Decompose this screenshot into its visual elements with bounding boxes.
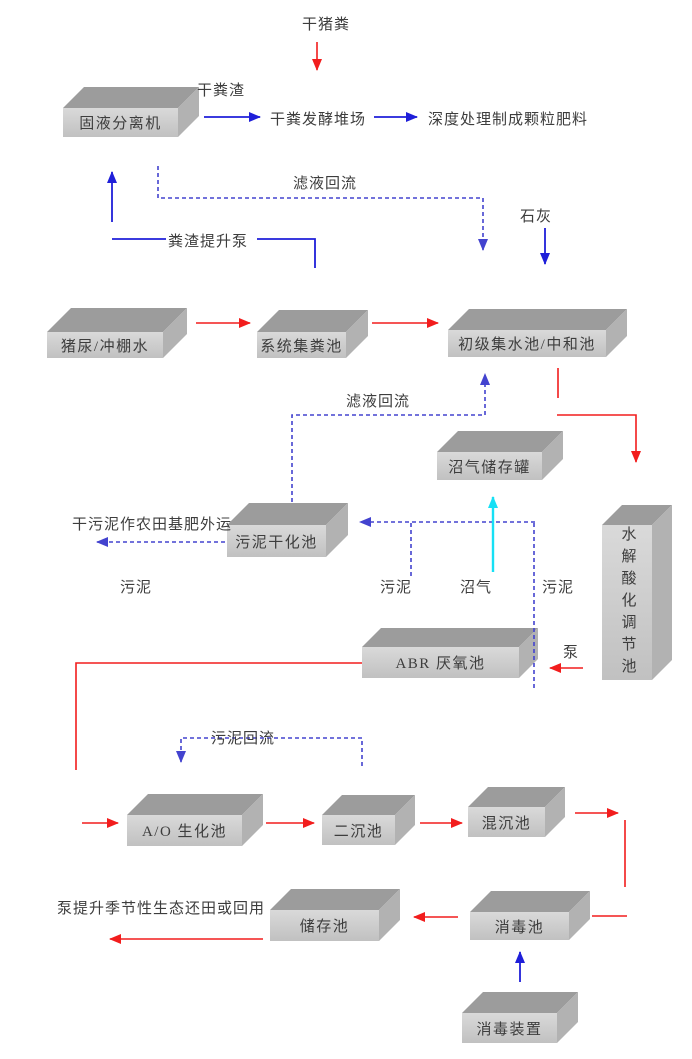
node-storage-pool: 储存池 bbox=[270, 910, 379, 941]
node-label: 储存池 bbox=[299, 919, 350, 935]
label-filtrate-reflux-top: 滤液回流 bbox=[293, 176, 358, 192]
node-label: 污泥干化池 bbox=[235, 534, 318, 551]
node-system-manure-pool: 系统集粪池 bbox=[257, 332, 346, 358]
node-ao-biochemical-pool: A/O 生化池 bbox=[127, 815, 242, 846]
node-label: 系统集粪池 bbox=[260, 338, 343, 355]
node-label: 二沉池 bbox=[333, 823, 384, 840]
node-sludge-drying-pool: 污泥干化池 bbox=[227, 525, 326, 557]
label-pump: 泵 bbox=[563, 645, 580, 661]
label-fermentation-yard: 干粪发酵堆场 bbox=[270, 112, 367, 128]
label-sludge-far-left: 污泥 bbox=[120, 580, 153, 596]
label-dry-sludge-outbound: 干污泥作农田基肥外运 bbox=[72, 517, 233, 533]
node-hydrolysis-acidification-pool: 水解酸化调节池 bbox=[602, 525, 652, 680]
label-sludge-reflux: 污泥回流 bbox=[211, 731, 276, 747]
label-biogas: 沼气 bbox=[460, 580, 493, 596]
node-label: ABR 厌氧池 bbox=[395, 656, 486, 672]
node-mixed-sedimentation-pool: 混沉池 bbox=[468, 807, 545, 837]
node-secondary-sedimentation-pool: 二沉池 bbox=[322, 815, 395, 845]
label-sludge-left: 污泥 bbox=[380, 580, 413, 596]
node-disinfection-device: 消毒装置 bbox=[462, 1013, 557, 1043]
node-label: 猪尿/冲棚水 bbox=[60, 338, 150, 355]
arrow-primary-to-hydrolysis bbox=[557, 414, 641, 463]
label-manure-lift-pump: 粪渣提升泵 bbox=[168, 234, 249, 250]
node-solid-liquid-separator: 固液分离机 bbox=[63, 108, 178, 137]
label-sludge-right: 污泥 bbox=[542, 580, 575, 596]
node-label: 初级集水池/中和池 bbox=[458, 337, 596, 353]
label-filtrate-reflux-mid: 滤液回流 bbox=[346, 394, 411, 410]
line-abr-down-left bbox=[75, 662, 362, 770]
node-abr-anaerobic-pool: ABR 厌氧池 bbox=[362, 647, 519, 678]
node-label: 固液分离机 bbox=[79, 116, 162, 132]
node-pig-urine-flush-water: 猪尿/冲棚水 bbox=[47, 332, 163, 358]
node-label: 水解酸化调节池 bbox=[619, 525, 636, 680]
node-primary-neutralization-pool: 初级集水池/中和池 bbox=[448, 330, 606, 357]
node-disinfection-pool: 消毒池 bbox=[470, 912, 569, 940]
node-label: 消毒装置 bbox=[476, 1021, 543, 1038]
label-granule-fertilizer: 深度处理制成颗粒肥料 bbox=[428, 112, 589, 128]
label-pump-lift-note: 泵提升季节性生态还田或回用 bbox=[57, 901, 266, 917]
node-label: 混沉池 bbox=[481, 815, 532, 832]
line-lift-pump-right bbox=[257, 238, 316, 268]
label-dry-pig-manure: 干猪粪 bbox=[302, 17, 351, 33]
node-label: 消毒池 bbox=[494, 919, 545, 936]
node-label: 沼气储存罐 bbox=[448, 459, 531, 476]
node-biogas-storage-tank: 沼气储存罐 bbox=[437, 452, 542, 480]
label-dry-manure-residue: 干粪渣 bbox=[197, 83, 246, 99]
node-label: A/O 生化池 bbox=[141, 824, 228, 840]
label-lime: 石灰 bbox=[520, 209, 553, 225]
